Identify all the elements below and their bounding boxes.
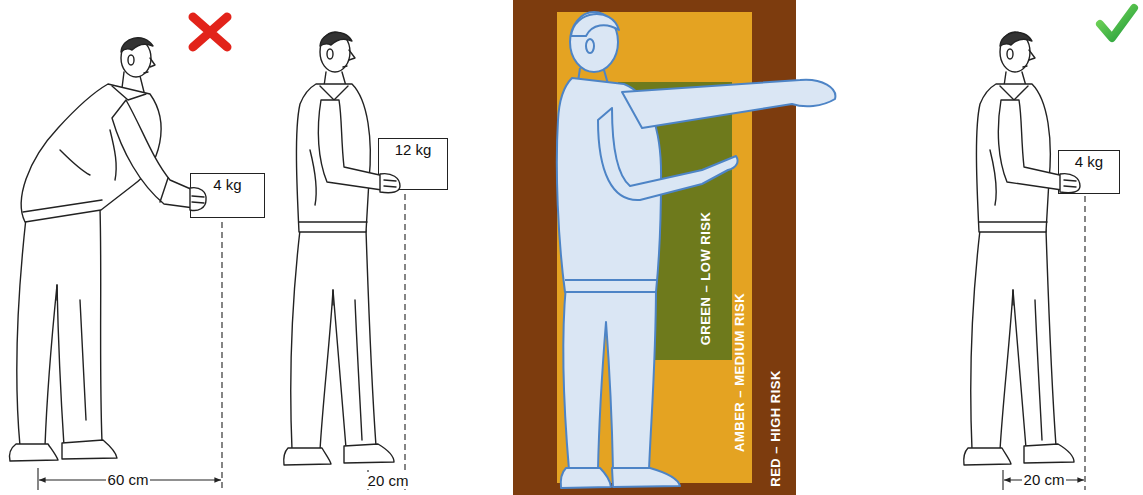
leaning-worker-figure <box>190 188 206 211</box>
correct-tick <box>1100 8 1134 38</box>
upright-worker-figure <box>333 290 362 440</box>
leaning-worker-figure <box>192 196 204 203</box>
upright-worker-figure <box>344 444 394 463</box>
zone-label: GREEN – LOW RISK <box>700 211 715 345</box>
reach-zone-figure <box>622 80 835 128</box>
reach-zone-figure <box>570 12 618 72</box>
zone-label: AMBER – MEDIUM RISK <box>734 292 749 451</box>
upright-worker-figure <box>291 230 376 450</box>
leaning-worker-figure <box>160 178 168 202</box>
upright-worker-figure <box>343 50 355 67</box>
upright-worker-figure <box>318 100 384 190</box>
upright-worker-figure <box>320 32 352 46</box>
leaning-worker-figure <box>128 55 134 65</box>
reach-zone-figure <box>563 285 656 470</box>
reach-zone-figure <box>612 468 680 487</box>
upright-worker-figure <box>284 448 331 465</box>
dimension-tick <box>1002 470 1003 490</box>
reach-zone-figure <box>557 12 836 488</box>
reach-zone-figure <box>565 279 657 281</box>
dimension-dashed-line <box>1084 196 1085 490</box>
upright-worker-figure <box>380 174 400 193</box>
weight-label: 12 kg <box>395 141 432 158</box>
upright-worker-figure <box>964 32 1080 465</box>
zone-label: RED – HIGH RISK <box>769 370 784 487</box>
wrong-cross <box>193 17 227 47</box>
dimension-label: 20 cm <box>1022 471 1067 488</box>
upright-worker-figure <box>284 32 400 465</box>
reach-zone-figure <box>586 39 594 53</box>
weight-label: 4 kg <box>1075 153 1103 170</box>
dimension-label: 60 cm <box>106 471 151 488</box>
wrong-cross <box>193 17 227 47</box>
dimension-tick <box>37 468 38 490</box>
upright-worker-figure <box>327 49 333 59</box>
dimension-lines <box>38 194 1085 490</box>
leaning-worker-figure <box>9 38 206 461</box>
leaning-worker-figure <box>17 208 102 446</box>
leaning-worker-figure <box>9 444 58 461</box>
leaning-worker-figure <box>121 38 153 52</box>
leaning-worker-figure <box>57 285 86 420</box>
leaning-worker-figure <box>144 58 155 73</box>
upright-worker-figure <box>384 180 396 187</box>
reach-zone-figure <box>571 14 619 36</box>
dimension-label: 20 cm <box>366 472 411 489</box>
weight-label: 4 kg <box>213 176 241 193</box>
leaning-worker-figure <box>112 100 194 208</box>
dimension-dashed-line <box>404 194 405 490</box>
reach-zone-figure <box>598 108 738 200</box>
leaning-worker-figure <box>62 440 117 459</box>
reach-zone-figure <box>561 468 611 488</box>
correct-tick <box>1100 8 1134 38</box>
dimension-dashed-line <box>221 222 222 490</box>
